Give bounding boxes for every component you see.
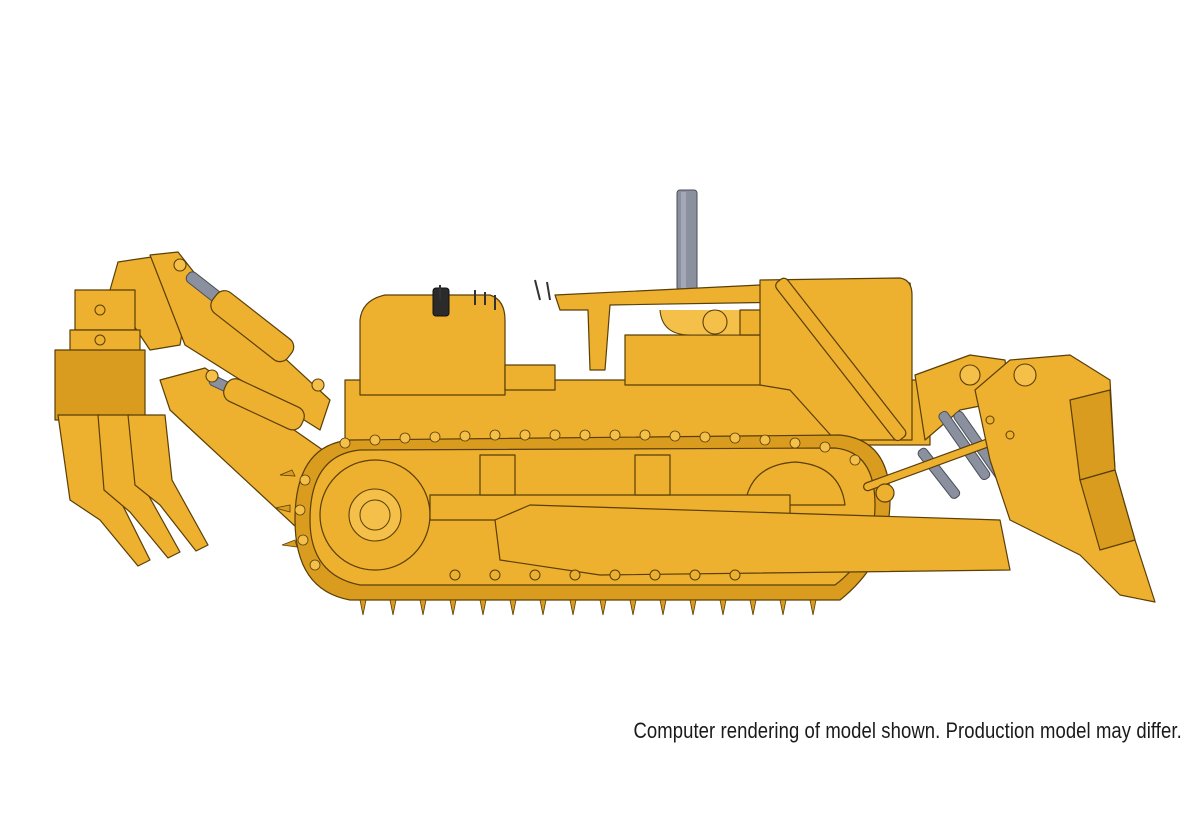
tractor-body [344,277,961,499]
dozer-blade [863,354,1156,603]
track-assembly [274,429,1011,616]
disclaimer-caption: Computer rendering of model shown. Produ… [633,718,1182,743]
exhaust-stack [676,189,698,291]
